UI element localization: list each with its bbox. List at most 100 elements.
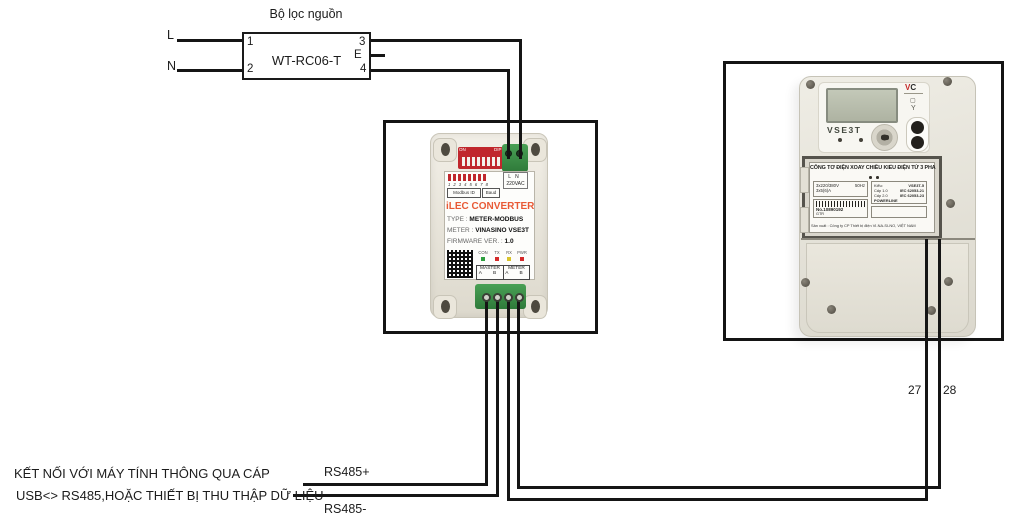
meter-screw [943,77,952,86]
wye-connection-icon: Y [911,105,916,112]
led-red-indicator [495,257,499,261]
led-yellow-indicator [507,257,511,261]
serial-box: No.10890192 GTR [813,199,868,218]
ir-port-slot [881,135,889,140]
rs485-minus-label: RS485- [324,502,367,515]
wire-terminal4-vertical [507,69,510,159]
led-green-indicator [481,257,485,261]
line-live-label: L [167,28,174,42]
wire-neutral [177,69,242,72]
wire-live [177,39,242,42]
power-filter-box [242,32,371,80]
meter-screw [927,306,936,315]
terminal-screw[interactable] [504,293,513,302]
wire-master-b-vertical [496,300,499,497]
empty-spec-box [871,206,927,218]
meter-model-label: VSE3T [827,125,862,135]
power-rating-label: LN 220VAC [503,172,528,189]
led-red-indicator [520,257,524,261]
filter-terminal-e: E [354,49,362,61]
dip-switch-block[interactable] [458,147,503,169]
wire-terminal3-vertical [519,39,522,159]
converter-meter-row: METER : VINASINO VSE3T [447,227,530,234]
line-neutral-label: N [167,59,177,73]
mount-hole [531,143,540,156]
meter-screw [806,80,815,89]
meter-frame [723,61,1004,341]
converter-frame [383,120,598,334]
wire-meter-b-horizontal [517,486,941,489]
terminal-screw[interactable] [493,293,502,302]
filter-terminal-2: 2 [247,63,254,75]
wire-earth-stub [371,54,385,57]
mount-hole [441,300,450,313]
filter-terminal-1: 1 [247,36,254,48]
meter-indicator-dot [838,138,842,142]
led-tx: TX [489,250,505,261]
dip-diagram [448,174,488,181]
filter-model-label: WT-RC06-T [271,53,342,68]
connection-note-line2: USB<> RS485,HOẶC THIẾT BỊ THU THẬP DỮ LI… [16,488,324,503]
mount-hole [441,143,450,156]
wire-rs485-plus [303,483,488,486]
mount-hole [531,300,540,313]
vinasino-logo: VC [905,83,917,92]
ir-port [871,124,898,151]
meter-terminal-27-label: 27 [908,383,922,397]
nameplate-title: CÔNG TƠ ĐIỆN XOAY CHIỀU KIỂU ĐIỆN TỬ 3 P… [810,165,936,171]
logo-underline [904,93,923,94]
meter-terminal-28-label: 28 [943,383,957,397]
plate-dot [869,176,872,179]
cover-hinge [800,207,809,233]
plate-dot [876,176,879,179]
terminal-cover-seam [801,238,975,240]
wire-terminal28-vertical [938,239,941,489]
terminal-screw[interactable] [515,293,524,302]
meter-button-down[interactable] [911,136,924,149]
meter-lcd-display [826,88,898,123]
filter-title: Bộ lọc nguồn [269,7,343,21]
terminal-screw[interactable] [482,293,491,302]
wire-meter-a-vertical [507,300,510,501]
meter-terminal-cover [806,243,969,333]
nameplate [809,162,935,233]
dip-dip-label: DIP [494,147,502,152]
meter-screw [946,199,955,208]
wire-meter-b-vertical [517,300,520,489]
wire-rs485-minus [293,494,499,497]
dip-on-label: ON [459,147,466,152]
modbus-id-label: Modbus ID [447,188,481,198]
filter-terminal-4: 4 [360,63,367,75]
led-con: CON [475,250,491,261]
led-pwr: PWR [514,250,530,261]
converter-power-terminal[interactable] [502,144,528,172]
converter-firmware-row: FIRMWARE VER. : 1.0 [447,238,514,245]
led-rx: RX [501,250,517,261]
wire-terminal27-vertical [925,239,928,501]
barcode [816,201,865,207]
meter-screw [944,277,953,286]
wire-master-a-vertical [485,300,488,486]
converter-brand: iLEC CONVERTER [446,201,535,212]
converter-mount-ear [433,138,457,162]
filter-terminal-3: 3 [359,36,366,48]
meter-indicator-dot [859,138,863,142]
manufacturer-line: Sản xuất : Công ty CP Thiết bị điện VI-N… [811,223,916,228]
wire-terminal3-horizontal [371,39,522,42]
meter-screw [801,278,810,287]
wire-terminal4-horizontal [371,69,510,72]
qr-code [447,250,473,278]
rs485-plus-label: RS485+ [324,465,370,479]
insulation-class-icon: ▢ [910,98,916,104]
baud-label: Baud [482,188,500,198]
meter-button-up[interactable] [911,121,924,134]
wire-meter-a-horizontal [507,498,928,501]
converter-type-row: TYPE : METER-MODBUS [447,216,524,223]
connection-note-line1: KẾT NỐI VỚI MÁY TÍNH THÔNG QUA CÁP [14,466,270,481]
cover-hinge [800,167,809,193]
